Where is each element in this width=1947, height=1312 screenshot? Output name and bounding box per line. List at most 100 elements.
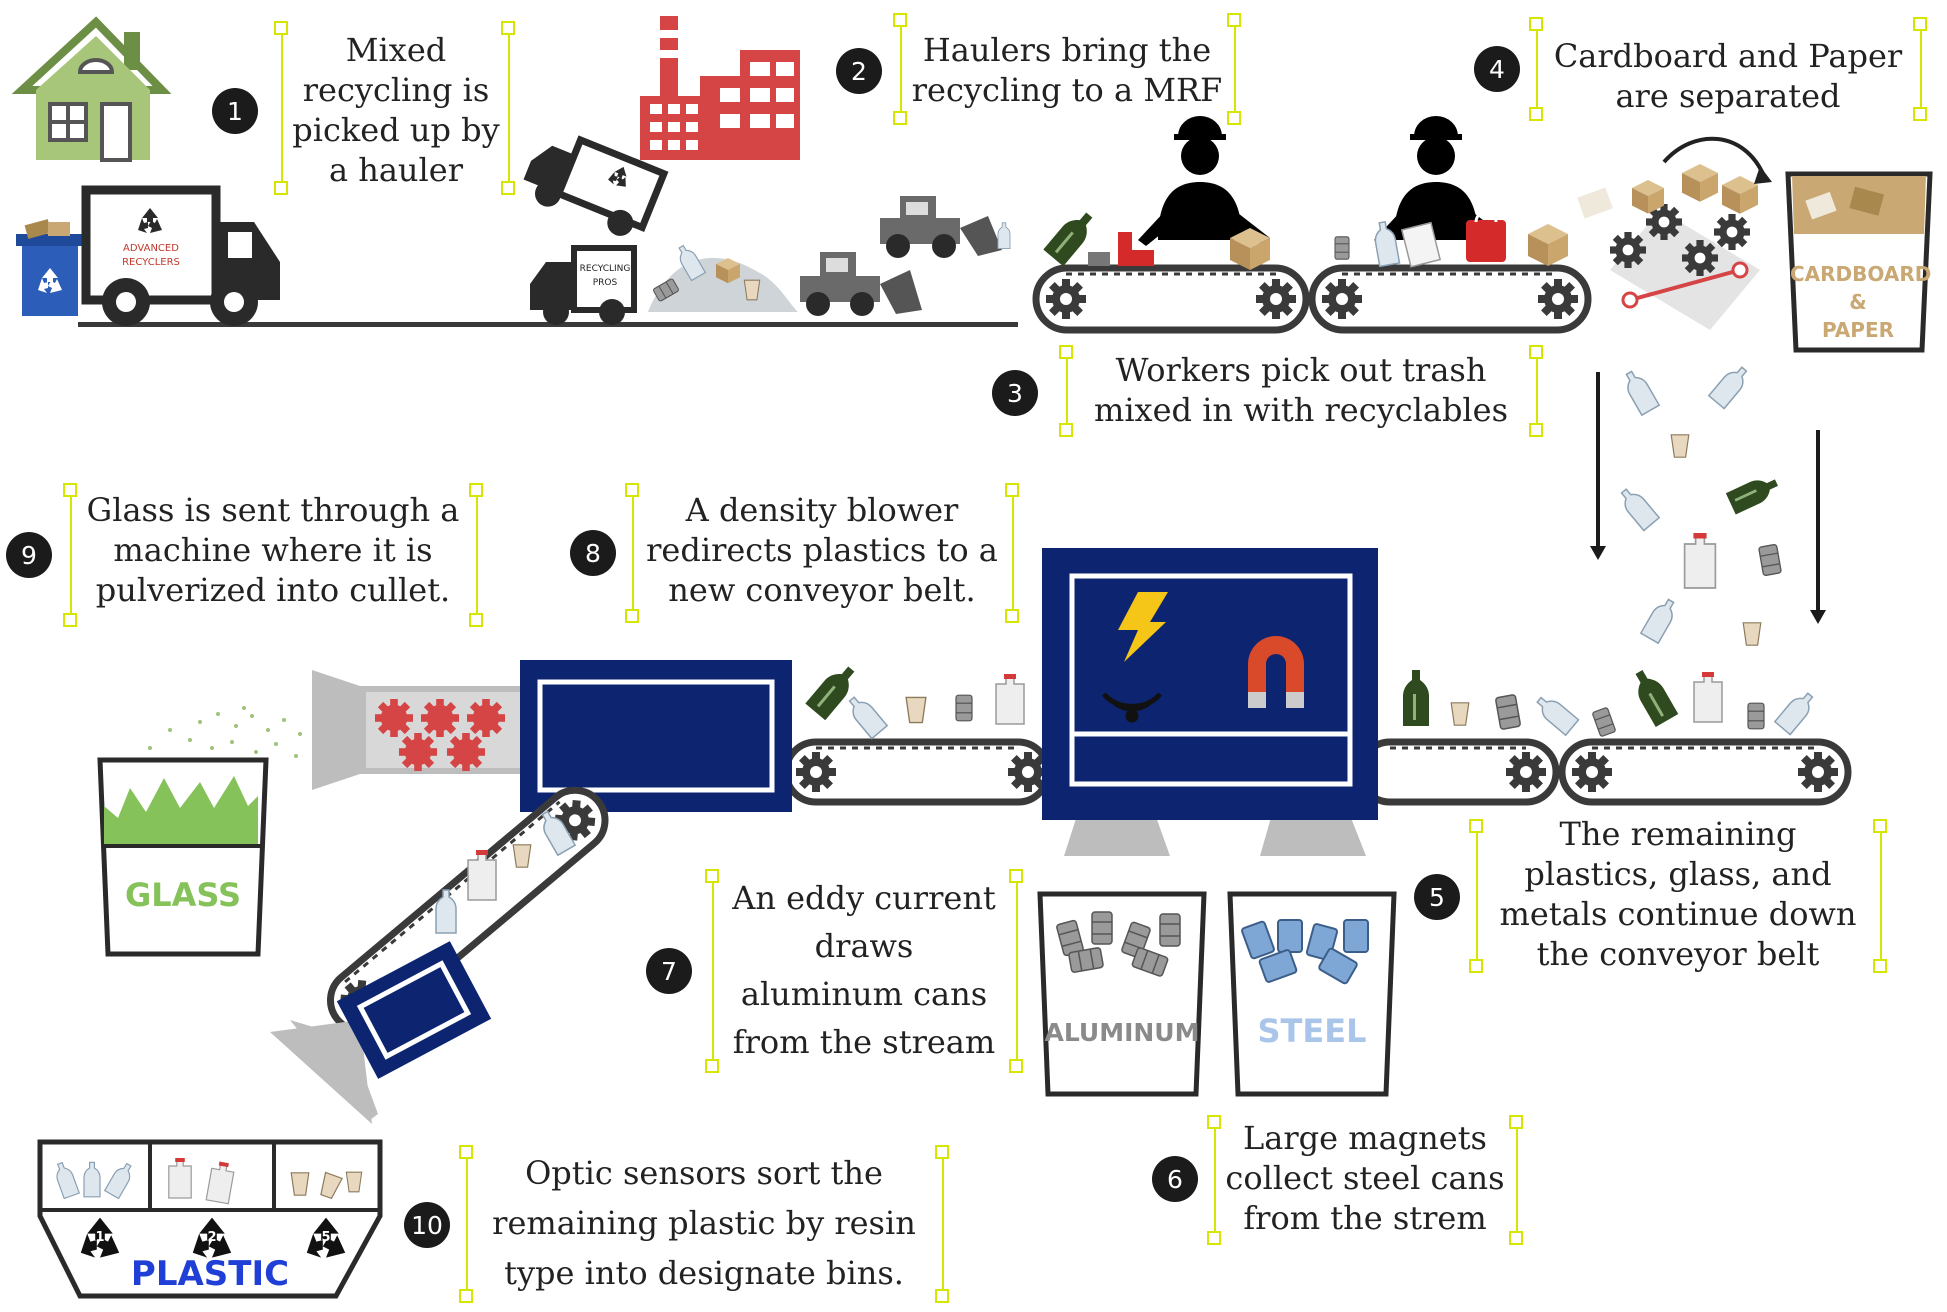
gear-icon (1798, 752, 1838, 792)
step-number-badge: 3 (992, 370, 1038, 416)
caption-line: redirects plastics to a (646, 531, 998, 569)
lightning-icon (1118, 592, 1168, 662)
eddy-current-magnet-machine (1042, 548, 1378, 856)
gear-icon (1322, 279, 1362, 319)
caption-line: remaining plastic by resin (492, 1204, 916, 1242)
optic-sensor-machine (270, 941, 492, 1124)
caption-line: picked up by (292, 111, 500, 149)
cardboard-bin-icon (1785, 171, 1933, 353)
step-number-badge: 2 (836, 48, 882, 94)
resin-code-label: 1 (95, 1230, 105, 1245)
caption-line: Large magnets (1243, 1119, 1487, 1157)
caption-line: aluminum cans (740, 975, 988, 1013)
conveyor-belt-mid-left (782, 738, 1052, 806)
gear-icon (796, 752, 836, 792)
step-bracket-left (1469, 819, 1483, 973)
aluminum-bin-icon (1037, 891, 1207, 1097)
glass-bin-label: GLASS (124, 876, 242, 914)
caption-line: type into designate bins. (504, 1254, 904, 1292)
conveyor-belt-mid-center (1356, 738, 1560, 806)
gear-icon (1046, 279, 1086, 319)
step-bracket-right (469, 483, 483, 627)
sensor-waves-icon (1101, 692, 1163, 723)
recycling-bin-icon (16, 219, 84, 316)
step-number-badge: 7 (646, 948, 692, 994)
caption-line: An eddy current (732, 879, 996, 917)
cardboard-label-line: PAPER (1821, 318, 1895, 342)
steel-bin-icon (1227, 891, 1397, 1097)
worker-icon (1138, 116, 1270, 246)
caption-line: mixed in with recyclables (1093, 391, 1509, 429)
conveyor-belt-top-1 (1032, 264, 1310, 334)
step-number-badge: 9 (6, 532, 52, 578)
step-bracket-right (935, 1145, 949, 1303)
conveyor-belt-top-2 (1308, 264, 1592, 334)
caption-line: recycling to a MRF (911, 71, 1223, 109)
caption-line: collect steel cans (1225, 1159, 1505, 1197)
caption-line: pulverized into cullet. (95, 571, 451, 609)
step-bracket-right (1509, 1115, 1523, 1245)
magnet-icon (1248, 636, 1304, 708)
glass-crusher-machine (128, 670, 530, 790)
caption-line: plastics, glass, and (1524, 855, 1832, 893)
boot-icon (1118, 232, 1154, 266)
step-caption: Cardboard and Paper are separated (1538, 36, 1918, 116)
caption-line: Workers pick out trash (1115, 351, 1487, 389)
resin-code-label: 2 (207, 1230, 217, 1245)
step-bracket-left (459, 1145, 473, 1303)
truck-brand-label: ADVANCED RECYCLERS (96, 242, 206, 270)
plastic-bin-label: PLASTIC (130, 1254, 290, 1294)
caption-line: Mixed (345, 31, 447, 69)
small-truck-label: RECYCLING PROS (576, 262, 634, 290)
caption-line: Optic sensors sort the (525, 1154, 883, 1192)
step-number-badge: 8 (570, 530, 616, 576)
caption-line: machine where it is (113, 531, 433, 569)
step-bracket-left (1207, 1115, 1221, 1245)
step-bracket-right (1529, 345, 1543, 437)
step-bracket-left (625, 483, 639, 623)
resin-code-label: 5 (321, 1230, 331, 1245)
small-truck-icon (530, 245, 637, 325)
caption-line: the conveyor belt (1536, 935, 1820, 973)
gear-icon (1256, 279, 1296, 319)
step-bracket-right (1227, 13, 1241, 125)
step-caption: A density blower redirects plastics to a… (634, 490, 1010, 610)
ground-line (78, 322, 1018, 327)
step-bracket-left (1059, 345, 1073, 437)
gear-icon (1572, 752, 1612, 792)
density-blower-machine (520, 660, 792, 812)
caption-line: metals continue down (1499, 895, 1857, 933)
step-bracket-right (501, 21, 515, 195)
caption-line: Cardboard and Paper (1553, 37, 1903, 75)
caption-line: The remaining (1559, 815, 1797, 853)
step-caption: Large magnets collect steel cans from th… (1216, 1118, 1514, 1238)
aluminum-bin-label: ALUMINUM (1044, 1018, 1200, 1047)
step-bracket-right (1009, 869, 1023, 1073)
caption-line: a hauler (328, 151, 463, 189)
gear-icon (1538, 279, 1578, 319)
step-bracket-left (274, 21, 288, 195)
debris-pile-icon (648, 242, 798, 312)
step-bracket-left (63, 483, 77, 627)
step-caption: Mixed recycling is picked up by a hauler (282, 30, 510, 190)
caption-line: draws (814, 927, 914, 965)
step-bracket-right (1913, 17, 1927, 121)
dump-truck-icon (523, 135, 669, 236)
conveyor-belt-mid-right (1558, 738, 1852, 806)
step-bracket-left (1529, 17, 1543, 121)
disc-screen-icon (1577, 136, 1772, 330)
caption-line: from the strem (1243, 1199, 1487, 1237)
cardboard-bin-label: CARDBOARD & PAPER (1790, 260, 1932, 344)
big-truck-icon (81, 185, 280, 326)
step-bracket-right (1873, 819, 1887, 973)
step-caption: The remaining plastics, glass, and metal… (1478, 814, 1878, 974)
steel-bin-label: STEEL (1257, 1012, 1367, 1050)
plastic-bins-icon (37, 1139, 383, 1299)
bag-icon (1466, 210, 1506, 262)
cardboard-label-line: CARDBOARD (1790, 262, 1932, 286)
step-bracket-left (893, 13, 907, 125)
step-bracket-right (1005, 483, 1019, 623)
step-number-badge: 6 (1152, 1156, 1198, 1202)
